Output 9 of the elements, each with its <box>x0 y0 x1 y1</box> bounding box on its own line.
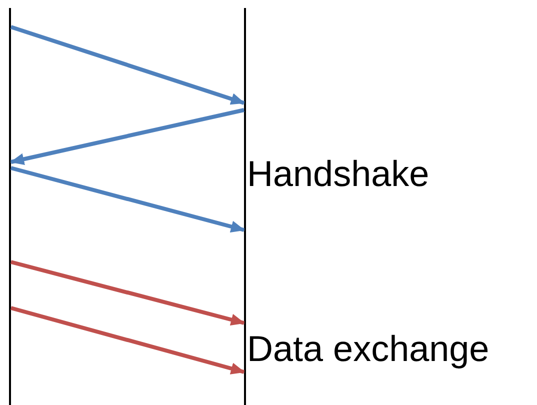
arrow <box>10 25 245 105</box>
phase-label: Data exchange <box>247 327 490 371</box>
arrow <box>10 260 245 326</box>
arrow <box>10 166 245 232</box>
lifeline <box>244 8 246 405</box>
arrow <box>10 108 244 166</box>
arrow <box>10 306 245 374</box>
lifeline <box>9 8 11 405</box>
phase-label: Handshake <box>247 152 430 196</box>
